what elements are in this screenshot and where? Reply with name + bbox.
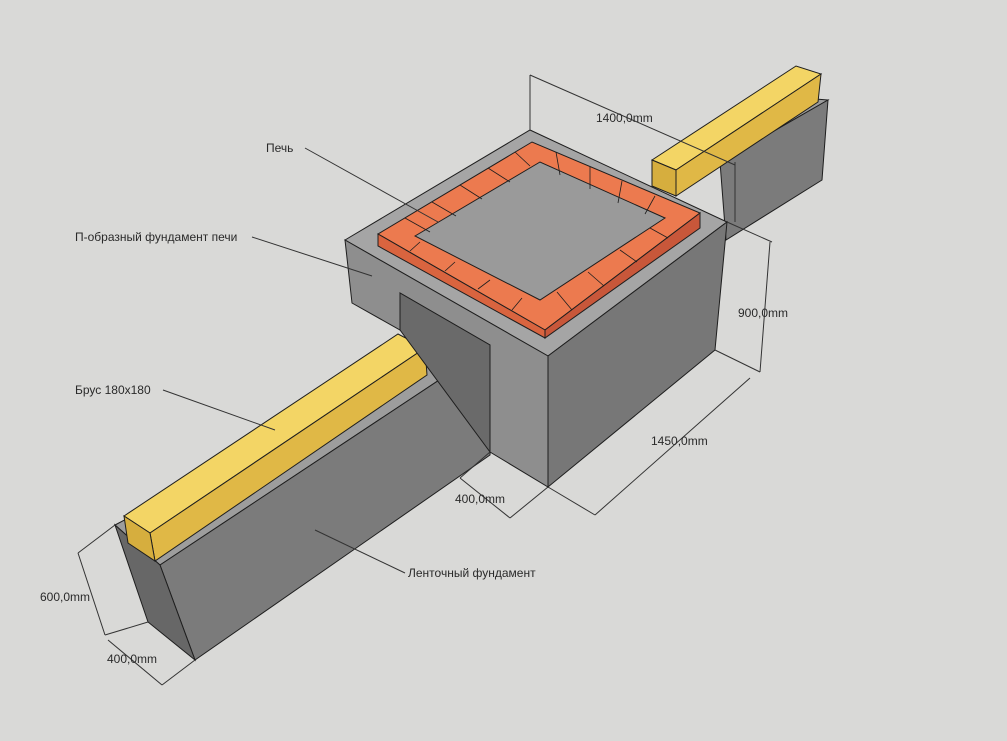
dim-height-pech: 900,0mm: [738, 306, 788, 320]
stove-brick-ring: [377, 141, 701, 339]
dimension-lines: [77, 74, 773, 686]
dim-length-pech: 1450,0mm: [651, 434, 708, 448]
dim-strip-height: 600,0mm: [40, 590, 90, 604]
label-strip-foundation: Ленточный фундамент: [408, 566, 536, 580]
dim-leg-width: 400,0mm: [455, 492, 505, 506]
timber-beam-back: [650, 65, 823, 197]
leader-lines: [162, 147, 439, 574]
label-p-foundation: П-образный фундамент печи: [75, 230, 237, 244]
label-pech: Печь: [266, 141, 293, 155]
dim-strip-width: 400,0mm: [107, 652, 157, 666]
dim-width-top: 1400,0mm: [596, 111, 653, 125]
label-brus: Брус 180х180: [75, 383, 151, 397]
